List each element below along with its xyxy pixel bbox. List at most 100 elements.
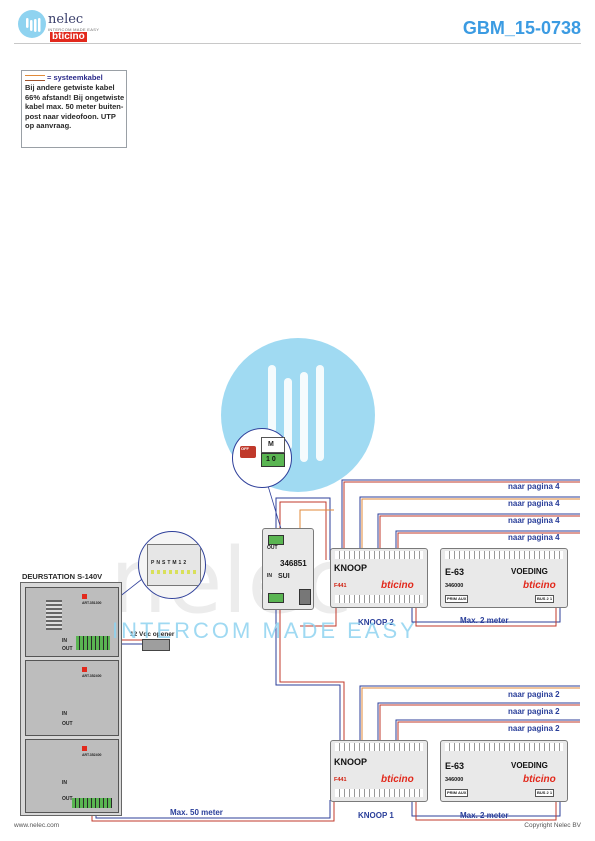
knoop-top-terminals	[335, 551, 423, 559]
cable-legend: = systeemkabel Bij andere getwiste kabel…	[21, 70, 127, 148]
cable-length-label: Max. 2 meter	[460, 811, 509, 820]
logo-tagline: INTERCOM MADE EASY	[48, 27, 100, 32]
watermark-text: INTERCOM MADE EASY	[112, 618, 418, 643]
door-module-2: ART.352400 IN OUT	[25, 660, 119, 736]
module-in-label: IN	[62, 638, 67, 644]
footer-website[interactable]: www.nelec.com	[14, 822, 60, 829]
off-label: OFF	[241, 446, 249, 451]
knoop-brand: bticino	[381, 580, 414, 591]
knoop2-output-cables	[341, 479, 580, 548]
voeding-prim-label: PRIM AUX	[445, 595, 469, 603]
sui-out-label: OUT	[267, 545, 278, 551]
module-logo-icon	[82, 594, 87, 599]
terminal-block	[147, 544, 201, 586]
switch-popup: OFF M 1 0	[232, 428, 292, 488]
page-link[interactable]: naar pagina 2	[508, 690, 560, 699]
terminal-popup: P N S T M 1 2	[138, 531, 206, 599]
sui-side-terminal	[299, 589, 311, 605]
speaker-grille	[46, 600, 62, 630]
module-logo-icon	[82, 667, 87, 672]
terminal-screws	[151, 570, 197, 574]
door-module-3: ART.352400 IN OUT	[25, 739, 119, 813]
module-in-label: IN	[62, 711, 67, 717]
page-link[interactable]: naar pagina 4	[508, 499, 560, 508]
sui-code: 346851	[280, 559, 307, 568]
knoop-caption: KNOOP 2	[358, 618, 394, 627]
knoop-brand: bticino	[381, 774, 414, 785]
knoop-bottom-terminals	[335, 789, 423, 797]
knoop-bottom-terminals	[335, 595, 423, 603]
module-code-1: ART.351300	[82, 601, 102, 605]
nelec-logo-icon	[18, 10, 46, 38]
voeding-top-terminals	[445, 551, 563, 559]
footer-copyright: Copyright Nelec BV	[524, 822, 581, 829]
voeding-bus-label: BUS 2 1	[535, 789, 555, 797]
watermark-logo-icon	[268, 365, 324, 462]
voeding-brand: bticino	[523, 580, 556, 591]
terminal-label-p: P	[151, 560, 155, 566]
sui-label: SUI	[278, 573, 290, 580]
jumper-label: M	[268, 441, 274, 448]
voeding-model: E-63	[445, 761, 465, 771]
document-id: GBM_15-0738	[462, 18, 581, 38]
module-logo-icon	[82, 746, 87, 751]
voeding-top-terminals	[445, 743, 563, 751]
jumper-block: M	[261, 437, 285, 453]
legend-key: = systeemkabel	[25, 73, 103, 82]
door-station: ART.351300 IN OUT ART.352400 IN OUT ART.…	[20, 582, 122, 816]
off-switch: OFF	[240, 446, 256, 458]
bticino-logo: bticino	[50, 31, 87, 42]
terminal-label-t: T	[167, 560, 171, 566]
legend-text: Bij andere getwiste kabel 66% afstand! B…	[25, 83, 125, 131]
voeding-model: E-63	[445, 567, 465, 577]
voeding-title: VOEDING	[511, 761, 548, 770]
knoop-code: F441	[334, 583, 347, 589]
system-cable-swatch-icon	[25, 75, 45, 82]
dip-value: 1 0	[266, 456, 276, 463]
terminal-label-m: M	[172, 560, 177, 566]
knoop-title: KNOOP	[334, 757, 368, 767]
module-terminals	[72, 798, 112, 808]
sui-cables	[275, 497, 345, 745]
voeding-code: 346000	[445, 583, 464, 589]
module-terminals	[76, 636, 110, 650]
voeding-prim-label: PRIM AUX	[445, 789, 469, 797]
knoop1-output-cables	[359, 685, 580, 740]
terminal-label-n: N	[156, 560, 160, 566]
module-out-label: OUT	[62, 721, 73, 727]
page-link[interactable]: naar pagina 4	[508, 533, 560, 542]
page-link[interactable]: naar pagina 4	[508, 516, 560, 525]
cable-length-label: Max. 2 meter	[460, 616, 509, 625]
bus-loops	[300, 606, 561, 821]
voeding-bus-label: BUS 2 1	[535, 595, 555, 603]
module-out-label: OUT	[62, 646, 73, 652]
page-link[interactable]: naar pagina 4	[508, 482, 560, 491]
knoop-caption: KNOOP 1	[358, 811, 394, 820]
sui-module: OUT 346851 IN SUI	[262, 528, 314, 610]
module-out-label: OUT	[62, 796, 73, 802]
knoop-top-terminals	[335, 743, 423, 751]
knoop-code: F441	[334, 777, 347, 783]
voeding-module-1: E-63 VOEDING 346000 bticino PRIM AUX BUS…	[440, 548, 568, 608]
page-link[interactable]: naar pagina 2	[508, 707, 560, 716]
voeding-brand: bticino	[523, 774, 556, 785]
knoop-title: KNOOP	[334, 563, 368, 573]
knoop-module-1: KNOOP F441 bticino	[330, 740, 428, 802]
page-link[interactable]: naar pagina 2	[508, 724, 560, 733]
logo-name: nelec	[48, 12, 84, 27]
knoop-module-2: KNOOP F441 bticino	[330, 548, 428, 608]
sui-bottom-terminal	[268, 593, 284, 603]
sui-top-terminal	[268, 535, 284, 545]
terminal-labels: P N S T M 1 2	[151, 560, 199, 566]
dip-switch: 1 0	[261, 453, 285, 467]
legend-key-label: = systeemkabel	[47, 73, 103, 82]
door-cable-length-label: Max. 50 meter	[170, 808, 223, 817]
module-in-label: IN	[62, 780, 67, 786]
sui-in-label: IN	[267, 573, 272, 579]
voeding-title: VOEDING	[511, 567, 548, 576]
module-code-3: ART.352400	[82, 753, 102, 757]
module-code-2: ART.352400	[82, 674, 102, 678]
door-station-title: DEURSTATION S-140V	[22, 572, 103, 581]
voeding-code: 346000	[445, 777, 464, 783]
terminal-label-1: 1	[178, 560, 182, 566]
